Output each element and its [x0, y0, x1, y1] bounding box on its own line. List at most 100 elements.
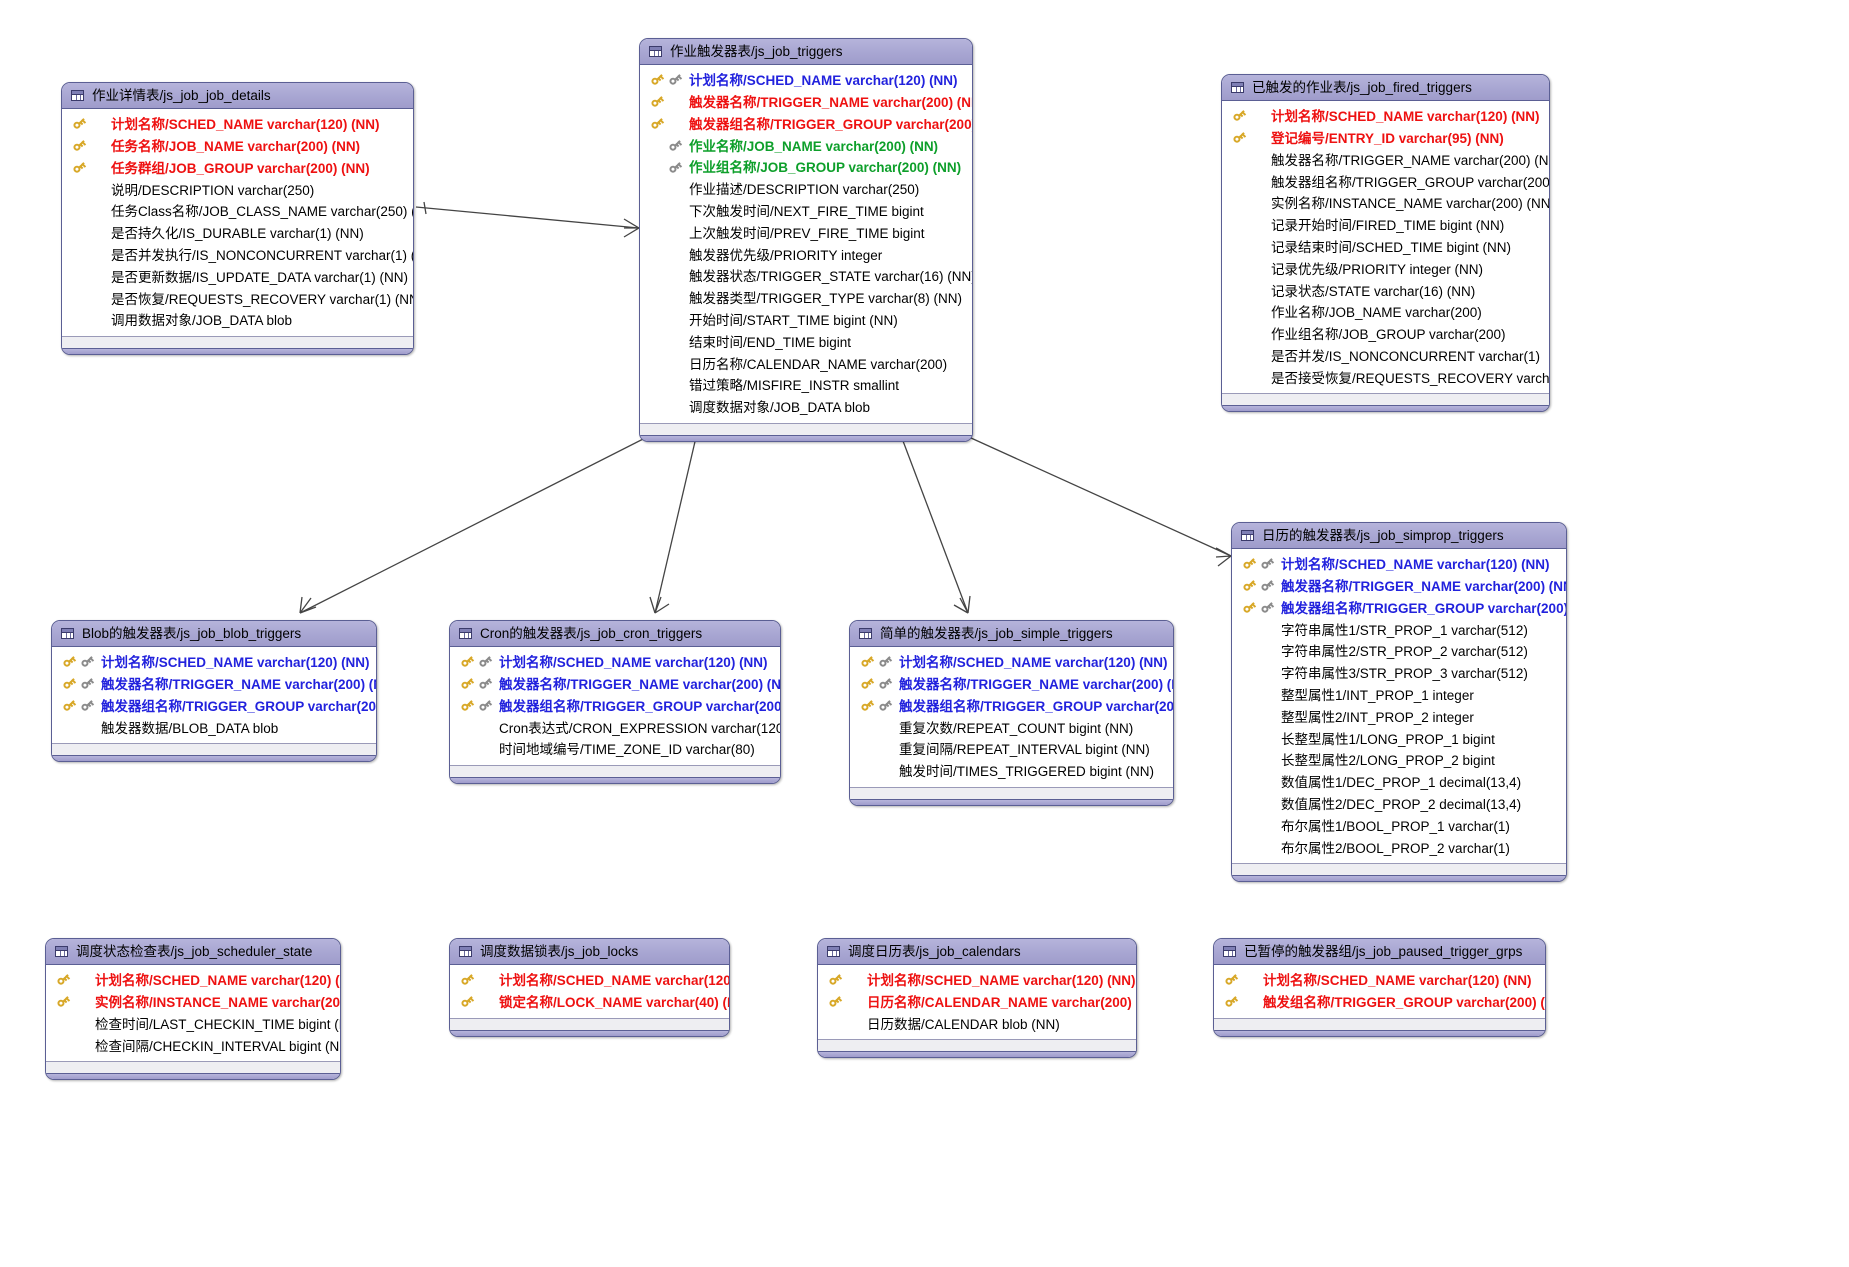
attribute-row[interactable]: 计划名称/SCHED_NAME varchar(120) (NN) — [640, 70, 972, 92]
attribute-row[interactable]: 计划名称/SCHED_NAME varchar(120) (NN) — [818, 970, 1136, 992]
attribute-row[interactable]: 字符串属性3/STR_PROP_3 varchar(512) — [1232, 663, 1566, 685]
entity-header-job_fired_triggers[interactable]: 已触发的作业表/js_job_fired_triggers — [1222, 75, 1549, 101]
attribute-row[interactable]: 长整型属性2/LONG_PROP_2 bigint — [1232, 750, 1566, 772]
entity-header-job_triggers[interactable]: 作业触发器表/js_job_triggers — [640, 39, 972, 65]
attribute-row[interactable]: 触发器名称/TRIGGER_NAME varchar(200) (NN) — [850, 674, 1173, 696]
attribute-row[interactable]: Cron表达式/CRON_EXPRESSION varchar(120) (NN… — [450, 717, 780, 739]
attribute-row[interactable]: 结束时间/END_TIME bigint — [640, 332, 972, 354]
attribute-row[interactable]: 触发器组名称/TRIGGER_GROUP varchar(200) (NN) — [450, 696, 780, 718]
attribute-row[interactable]: 调用数据对象/JOB_DATA blob — [62, 310, 413, 332]
attribute-row[interactable]: 触发器数据/BLOB_DATA blob — [52, 717, 376, 739]
attribute-row[interactable]: 日历名称/CALENDAR_NAME varchar(200) — [640, 353, 972, 375]
entity-job_paused_trigger_grps[interactable]: 已暂停的触发器组/js_job_paused_trigger_grps 计划名称/… — [1213, 938, 1546, 1037]
attribute-row[interactable]: 检查间隔/CHECKIN_INTERVAL bigint (NN) — [46, 1035, 340, 1057]
entity-header-job_simple_triggers[interactable]: 简单的触发器表/js_job_simple_triggers — [850, 621, 1173, 647]
attribute-row[interactable]: 是否接受恢复/REQUESTS_RECOVERY varchar(1) — [1222, 368, 1549, 390]
attribute-row[interactable]: 计划名称/SCHED_NAME varchar(120) (NN) — [450, 652, 780, 674]
entity-header-job_blob_triggers[interactable]: Blob的触发器表/js_job_blob_triggers — [52, 621, 376, 647]
attribute-row[interactable]: 触发时间/TIMES_TRIGGERED bigint (NN) — [850, 761, 1173, 783]
attribute-row[interactable]: 计划名称/SCHED_NAME varchar(120) (NN) — [46, 970, 340, 992]
attribute-row[interactable]: 计划名称/SCHED_NAME varchar(120) (NN) — [1214, 970, 1545, 992]
attribute-row[interactable]: 重复间隔/REPEAT_INTERVAL bigint (NN) — [850, 739, 1173, 761]
attribute-row[interactable]: 触发器优先级/PRIORITY integer — [640, 244, 972, 266]
attribute-row[interactable]: 触发器名称/TRIGGER_NAME varchar(200) (NN) — [450, 674, 780, 696]
attribute-row[interactable]: 计划名称/SCHED_NAME varchar(120) (NN) — [1222, 106, 1549, 128]
attribute-row[interactable]: 布尔属性1/BOOL_PROP_1 varchar(1) — [1232, 816, 1566, 838]
entity-job_scheduler_state[interactable]: 调度状态检查表/js_job_scheduler_state 计划名称/SCHED… — [45, 938, 341, 1081]
attribute-row[interactable]: 是否恢复/REQUESTS_RECOVERY varchar(1) (NN) — [62, 288, 413, 310]
attribute-row[interactable]: 触发器名称/TRIGGER_NAME varchar(200) (NN) — [640, 92, 972, 114]
attribute-row[interactable]: 作业组名称/JOB_GROUP varchar(200) (NN) — [640, 157, 972, 179]
attribute-row[interactable]: 实例名称/INSTANCE_NAME varchar(200) (NN) — [46, 992, 340, 1014]
attribute-row[interactable]: 计划名称/SCHED_NAME varchar(120) (NN) — [850, 652, 1173, 674]
attribute-row[interactable]: 触发器组名称/TRIGGER_GROUP varchar(200) (NN) — [1222, 171, 1549, 193]
attribute-row[interactable]: 是否并发执行/IS_NONCONCURRENT varchar(1) (NN) — [62, 245, 413, 267]
attribute-row[interactable]: 作业名称/JOB_NAME varchar(200) — [1222, 302, 1549, 324]
attribute-row[interactable]: 数值属性1/DEC_PROP_1 decimal(13,4) — [1232, 772, 1566, 794]
attribute-row[interactable]: 触发器组名称/TRIGGER_GROUP varchar(200) (NN) — [52, 696, 376, 718]
attribute-row[interactable]: 任务Class名称/JOB_CLASS_NAME varchar(250) (N… — [62, 201, 413, 223]
entity-job_fired_triggers[interactable]: 已触发的作业表/js_job_fired_triggers 计划名称/SCHED_… — [1221, 74, 1550, 413]
attribute-row[interactable]: 记录优先级/PRIORITY integer (NN) — [1222, 259, 1549, 281]
attribute-row[interactable]: 记录开始时间/FIRED_TIME bigint (NN) — [1222, 215, 1549, 237]
attribute-row[interactable]: 触发器组名称/TRIGGER_GROUP varchar(200) (NN) — [1232, 598, 1566, 620]
attribute-row[interactable]: 触发器名称/TRIGGER_NAME varchar(200) (NN) — [1232, 576, 1566, 598]
attribute-row[interactable]: 数值属性2/DEC_PROP_2 decimal(13,4) — [1232, 794, 1566, 816]
attribute-row[interactable]: 检查时间/LAST_CHECKIN_TIME bigint (NN) — [46, 1014, 340, 1036]
entity-job_triggers[interactable]: 作业触发器表/js_job_triggers 计划名称/SCHED_NAME va… — [639, 38, 973, 442]
attribute-row[interactable]: 日历名称/CALENDAR_NAME varchar(200) (NN) — [818, 992, 1136, 1014]
attribute-row[interactable]: 布尔属性2/BOOL_PROP_2 varchar(1) — [1232, 837, 1566, 859]
entity-job_locks[interactable]: 调度数据锁表/js_job_locks 计划名称/SCHED_NAME varch… — [449, 938, 730, 1037]
attribute-row[interactable]: 上次触发时间/PREV_FIRE_TIME bigint — [640, 223, 972, 245]
entity-job_blob_triggers[interactable]: Blob的触发器表/js_job_blob_triggers 计划名称/SCHED… — [51, 620, 377, 763]
attribute-row[interactable]: 说明/DESCRIPTION varchar(250) — [62, 179, 413, 201]
attribute-row[interactable]: 计划名称/SCHED_NAME varchar(120) (NN) — [52, 652, 376, 674]
attribute-row[interactable]: 计划名称/SCHED_NAME varchar(120) (NN) — [62, 114, 413, 136]
entity-header-job_locks[interactable]: 调度数据锁表/js_job_locks — [450, 939, 729, 965]
attribute-row[interactable]: 登记编号/ENTRY_ID varchar(95) (NN) — [1222, 128, 1549, 150]
attribute-row[interactable]: 触发器类型/TRIGGER_TYPE varchar(8) (NN) — [640, 288, 972, 310]
attribute-row[interactable]: 时间地域编号/TIME_ZONE_ID varchar(80) — [450, 739, 780, 761]
attribute-row[interactable]: 触发器状态/TRIGGER_STATE varchar(16) (NN) — [640, 266, 972, 288]
attribute-row[interactable]: 整型属性1/INT_PROP_1 integer — [1232, 685, 1566, 707]
attribute-row[interactable]: 日历数据/CALENDAR blob (NN) — [818, 1014, 1136, 1036]
attribute-row[interactable]: 是否持久化/IS_DURABLE varchar(1) (NN) — [62, 223, 413, 245]
entity-job_calendars[interactable]: 调度日历表/js_job_calendars 计划名称/SCHED_NAME va… — [817, 938, 1137, 1059]
attribute-row[interactable]: 任务群组/JOB_GROUP varchar(200) (NN) — [62, 158, 413, 180]
entity-header-job_job_details[interactable]: 作业详情表/js_job_job_details — [62, 83, 413, 109]
attribute-row[interactable]: 调度数据对象/JOB_DATA blob — [640, 397, 972, 419]
attribute-row[interactable]: 计划名称/SCHED_NAME varchar(120) (NN) — [450, 970, 729, 992]
attribute-row[interactable]: 触发器名称/TRIGGER_NAME varchar(200) (NN) — [1222, 150, 1549, 172]
attribute-row[interactable]: 下次触发时间/NEXT_FIRE_TIME bigint — [640, 201, 972, 223]
attribute-row[interactable]: 作业组名称/JOB_GROUP varchar(200) — [1222, 324, 1549, 346]
entity-header-job_scheduler_state[interactable]: 调度状态检查表/js_job_scheduler_state — [46, 939, 340, 965]
attribute-row[interactable]: 字符串属性1/STR_PROP_1 varchar(512) — [1232, 619, 1566, 641]
attribute-row[interactable]: 记录结束时间/SCHED_TIME bigint (NN) — [1222, 237, 1549, 259]
attribute-row[interactable]: 作业名称/JOB_NAME varchar(200) (NN) — [640, 135, 972, 157]
attribute-row[interactable]: 触发器组名称/TRIGGER_GROUP varchar(200) (NN) — [850, 696, 1173, 718]
attribute-row[interactable]: 计划名称/SCHED_NAME varchar(120) (NN) — [1232, 554, 1566, 576]
attribute-row[interactable]: 触发器名称/TRIGGER_NAME varchar(200) (NN) — [52, 674, 376, 696]
attribute-row[interactable]: 记录状态/STATE varchar(16) (NN) — [1222, 280, 1549, 302]
entity-header-job_paused_trigger_grps[interactable]: 已暂停的触发器组/js_job_paused_trigger_grps — [1214, 939, 1545, 965]
attribute-row[interactable]: 开始时间/START_TIME bigint (NN) — [640, 310, 972, 332]
attribute-row[interactable]: 触发组名称/TRIGGER_GROUP varchar(200) (NN) — [1214, 992, 1545, 1014]
attribute-row[interactable]: 是否并发/IS_NONCONCURRENT varchar(1) — [1222, 346, 1549, 368]
entity-job_simprop_triggers[interactable]: 日历的触发器表/js_job_simprop_triggers 计划名称/SCHE… — [1231, 522, 1567, 883]
entity-job_simple_triggers[interactable]: 简单的触发器表/js_job_simple_triggers 计划名称/SCHED… — [849, 620, 1174, 806]
attribute-row[interactable]: 作业描述/DESCRIPTION varchar(250) — [640, 179, 972, 201]
attribute-row[interactable]: 实例名称/INSTANCE_NAME varchar(200) (NN) — [1222, 193, 1549, 215]
entity-header-job_simprop_triggers[interactable]: 日历的触发器表/js_job_simprop_triggers — [1232, 523, 1566, 549]
attribute-row[interactable]: 整型属性2/INT_PROP_2 integer — [1232, 707, 1566, 729]
attribute-row[interactable]: 是否更新数据/IS_UPDATE_DATA varchar(1) (NN) — [62, 267, 413, 289]
attribute-row[interactable]: 重复次数/REPEAT_COUNT bigint (NN) — [850, 717, 1173, 739]
attribute-row[interactable]: 长整型属性1/LONG_PROP_1 bigint — [1232, 728, 1566, 750]
attribute-row[interactable]: 任务名称/JOB_NAME varchar(200) (NN) — [62, 136, 413, 158]
attribute-row[interactable]: 触发器组名称/TRIGGER_GROUP varchar(200) (NN) — [640, 114, 972, 136]
attribute-row[interactable]: 锁定名称/LOCK_NAME varchar(40) (NN) — [450, 992, 729, 1014]
entity-header-job_calendars[interactable]: 调度日历表/js_job_calendars — [818, 939, 1136, 965]
attribute-row[interactable]: 错过策略/MISFIRE_INSTR smallint — [640, 375, 972, 397]
attribute-row[interactable]: 字符串属性2/STR_PROP_2 varchar(512) — [1232, 641, 1566, 663]
entity-job_job_details[interactable]: 作业详情表/js_job_job_details 计划名称/SCHED_NAME … — [61, 82, 414, 355]
